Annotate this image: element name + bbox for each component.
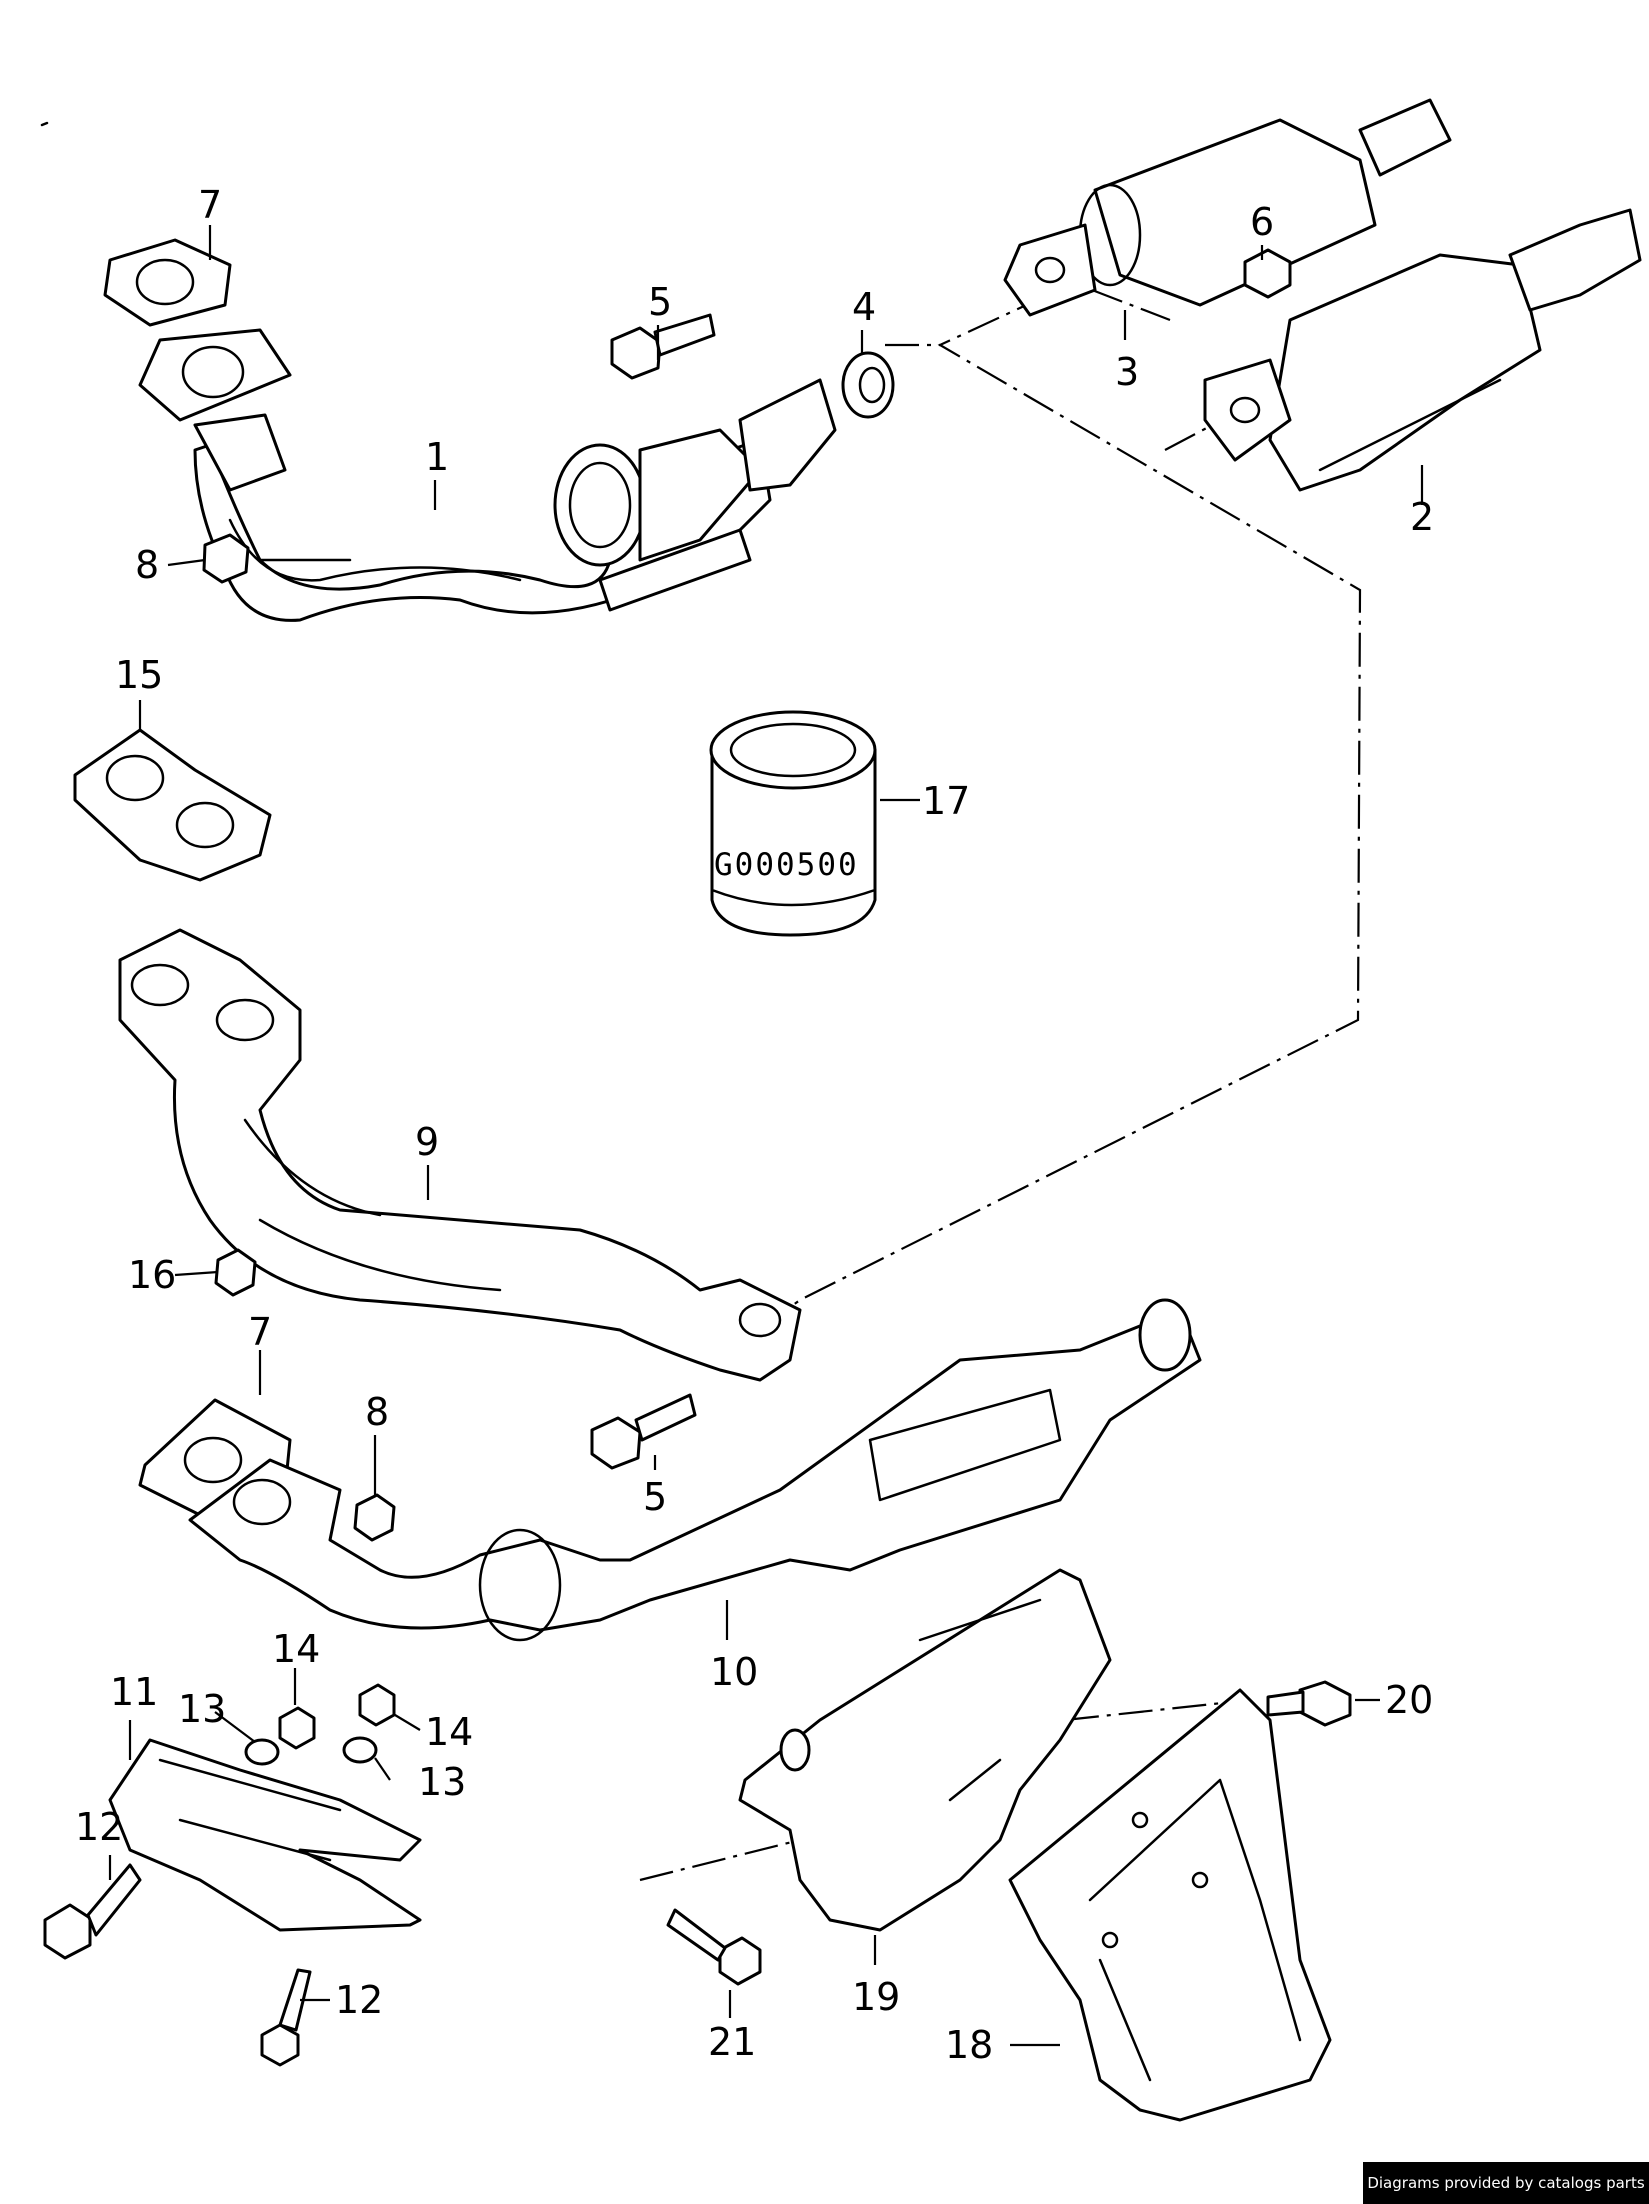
front-pipe-catalyst-10 [188,1298,1202,1642]
callout-21: 21 [708,2020,756,2064]
leader-lines [108,225,1424,2047]
heat-shield-19 [738,1568,1112,1932]
gasket-15 [73,728,272,882]
callout-5-lower: 5 [643,1475,667,1519]
bolt-21 [666,1908,762,1986]
bolt-5-lower [590,1393,697,1470]
callout-2: 2 [1410,495,1434,539]
callout-3: 3 [1115,350,1139,394]
heat-shield-11 [108,1738,422,1932]
part-stamp: G000500 [714,847,859,883]
callout-20: 20 [1385,1678,1433,1722]
callout-8-lower: 8 [365,1390,389,1434]
washer-13-right [342,1736,378,1764]
callout-8-top: 8 [135,543,159,587]
stray-mark [40,121,49,127]
front-pipe-with-catalyst [138,328,837,622]
callout-19: 19 [852,1975,900,2019]
nut-8-top [202,533,250,584]
muffler-3 [1003,98,1452,317]
gasket-7-top [103,238,232,327]
bolt-12-lower [260,1968,312,2067]
callout-labels: 7 1 5 4 3 6 2 8 15 17 9 16 7 8 5 10 11 1… [75,183,1434,2067]
nut-14-right [358,1683,396,1727]
canister-17: G000500 [709,710,877,937]
callout-16: 16 [128,1253,176,1297]
callout-13-right: 13 [418,1760,466,1804]
callout-7-top: 7 [198,183,222,227]
catalyst-2 [1203,208,1642,492]
attribution-footer: Diagrams provided by catalogs parts [1363,2162,1649,2204]
bracket-18 [1008,1688,1332,2122]
callout-5-top: 5 [648,280,672,324]
callout-18: 18 [945,2023,993,2067]
callout-14-right: 14 [425,1710,473,1754]
bolt-12-left [43,1863,142,1960]
manifold-pipe-9 [118,928,802,1382]
callout-12-lower: 12 [335,1978,383,2022]
callout-4: 4 [852,285,876,329]
callout-9: 9 [415,1120,439,1164]
callout-17: 17 [922,779,970,823]
callout-13-left: 13 [178,1687,226,1731]
callout-12-left: 12 [75,1805,123,1849]
nut-14-left [278,1706,316,1750]
clamp-ring-4 [841,351,895,419]
nut-8-lower [353,1493,396,1542]
callout-7-lower: 7 [248,1310,272,1354]
callout-15: 15 [115,653,163,697]
callout-14-left: 14 [272,1627,320,1671]
callout-1: 1 [425,435,449,479]
callout-10: 10 [710,1650,758,1694]
nut-6 [1243,248,1292,299]
callout-6: 6 [1250,200,1274,244]
callout-11: 11 [110,1670,158,1714]
bolt-20 [1266,1680,1352,1727]
washer-13-left [244,1738,280,1766]
bolt-5-top [610,313,716,380]
nut-16 [214,1248,257,1297]
